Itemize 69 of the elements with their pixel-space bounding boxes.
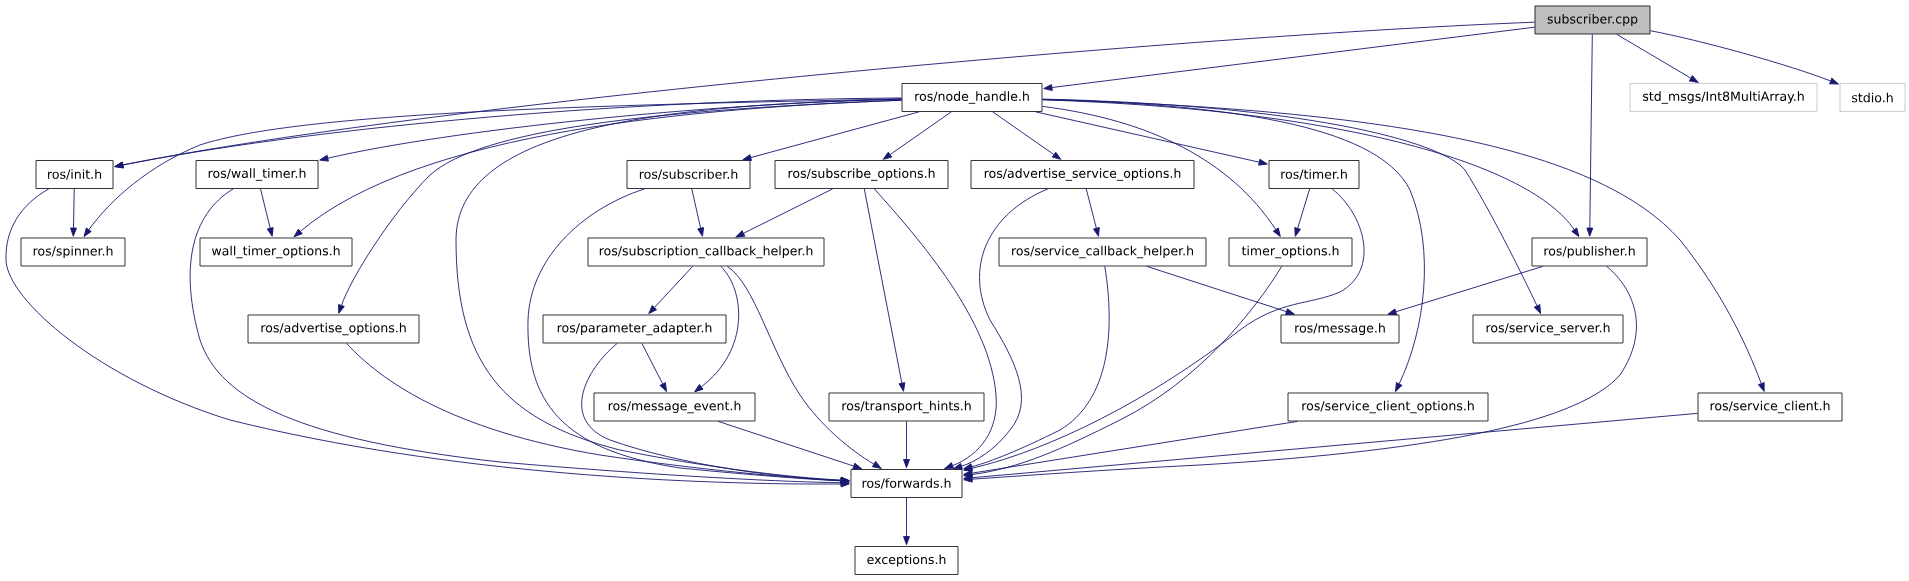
arrow: [1041, 98, 1542, 314]
file-box: ros/advertise_options.h: [247, 314, 420, 344]
arrow: [953, 188, 1049, 470]
file-box: ros/init.h: [35, 160, 114, 189]
arrow: [742, 111, 920, 161]
arrow: [1586, 33, 1594, 237]
file-box: exceptions.h: [854, 546, 959, 575]
file-box: ros/subscription_callback_helper.h: [587, 237, 825, 267]
arrow: [338, 99, 903, 314]
file-box: wall_timer_options.h: [199, 237, 353, 267]
arrow: [694, 265, 740, 393]
file-box: ros/parameter_adapter.h: [542, 314, 727, 344]
arrow: [963, 265, 1283, 478]
arrow: [903, 497, 910, 546]
arrow: [992, 111, 1062, 160]
file-box: std_msgs/Int8MultiArray.h: [1629, 83, 1818, 112]
arrow: [189, 188, 850, 487]
arrow: [963, 412, 1699, 482]
arrow: [863, 188, 906, 392]
arrow: [1294, 188, 1311, 237]
arrow: [1041, 105, 1281, 237]
arrow: [5, 188, 850, 488]
arrow: [260, 188, 274, 237]
file-box: ros/message.h: [1280, 314, 1400, 344]
file-box: ros/node_handle.h: [901, 83, 1043, 112]
file-box: ros/subscribe_options.h: [774, 160, 949, 189]
arrow: [1041, 99, 1580, 237]
arrow: [726, 265, 882, 469]
file-box: ros/wall_timer.h: [195, 160, 319, 189]
arrow: [114, 97, 903, 169]
file-box: subscriber.cpp: [1534, 5, 1651, 35]
file-box: ros/service_client.h: [1697, 392, 1843, 422]
arrow: [1041, 99, 1765, 392]
file-box: ros/forwards.h: [850, 469, 963, 498]
arrow: [1035, 111, 1268, 166]
arrow: [1649, 30, 1839, 85]
file-box: ros/transport_hints.h: [828, 392, 985, 422]
arrow: [455, 98, 903, 484]
arrow: [963, 188, 1365, 472]
file-box: ros/advertise_service_options.h: [970, 160, 1195, 189]
arrow: [1616, 33, 1699, 83]
arrow: [963, 265, 1637, 483]
file-box: ros/spinner.h: [20, 237, 126, 267]
file-box: ros/service_client_options.h: [1287, 392, 1489, 422]
file-box: stdio.h: [1839, 83, 1906, 112]
file-box: ros/timer.h: [1268, 160, 1360, 189]
arrow: [963, 420, 1298, 477]
file-box: ros/subscriber.h: [626, 160, 751, 189]
arrow: [691, 188, 705, 237]
arrow: [717, 420, 863, 470]
arrow: [70, 188, 77, 237]
arrow: [641, 342, 667, 392]
arrow: [1085, 188, 1100, 237]
arrow: [581, 342, 850, 485]
arrow: [1043, 26, 1536, 91]
arrow: [735, 188, 834, 238]
file-box: timer_options.h: [1228, 237, 1353, 267]
file-box: ros/service_callback_helper.h: [998, 237, 1207, 267]
arrow: [83, 98, 903, 237]
arrow: [903, 420, 910, 469]
arrow: [1146, 265, 1295, 315]
arrow: [873, 188, 997, 470]
file-box: ros/service_server.h: [1472, 314, 1624, 344]
file-box: ros/publisher.h: [1531, 237, 1648, 267]
file-box: ros/message_event.h: [593, 392, 756, 422]
arrow: [963, 265, 1110, 471]
arrow: [1387, 265, 1544, 316]
arrow: [882, 111, 952, 160]
arrow: [648, 265, 694, 315]
